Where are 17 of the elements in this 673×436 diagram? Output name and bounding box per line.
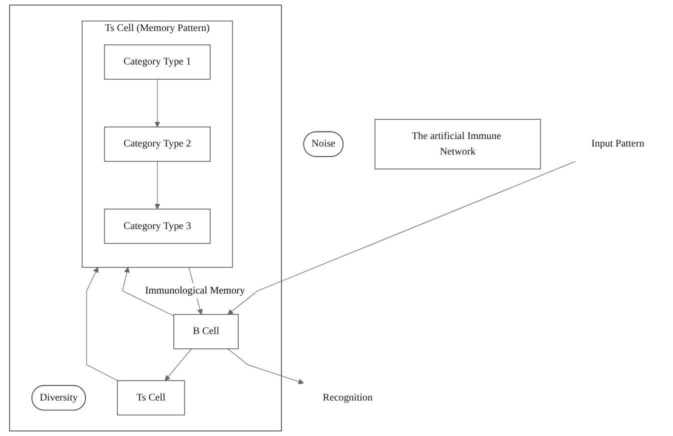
arrow	[164, 348, 192, 381]
node-box: Category Type 3	[104, 208, 210, 244]
node-box: Category Type 2	[104, 126, 210, 162]
node-box: The artificial Immune Network	[374, 119, 541, 170]
arrow	[154, 78, 160, 128]
node-box: Ts Cell	[117, 380, 185, 416]
cluster	[9, 4, 282, 432]
arrow	[122, 267, 174, 316]
edge-label: Immunological Memory	[145, 285, 245, 296]
node-text: Recognition	[322, 392, 373, 403]
arrow	[86, 267, 118, 381]
node-text: Input Pattern	[591, 138, 644, 150]
arrow	[228, 161, 576, 315]
node-box: Category Type 1	[104, 44, 210, 80]
arrow	[154, 161, 160, 210]
node-box: B Cell	[173, 314, 239, 350]
arrow	[227, 348, 304, 384]
